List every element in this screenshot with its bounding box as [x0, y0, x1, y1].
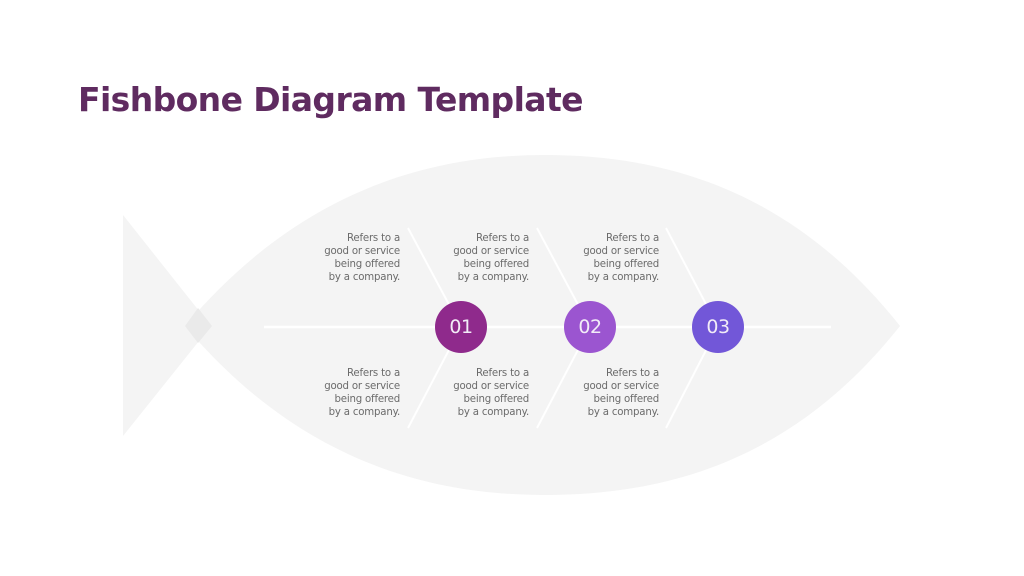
text-line: being offered: [334, 394, 401, 405]
text-line: by a company.: [587, 272, 660, 283]
text-line: good or service: [324, 381, 400, 392]
text-line: Refers to a: [347, 233, 400, 244]
text-line: being offered: [334, 259, 401, 270]
step-label: 01: [449, 316, 473, 338]
cause-text-02-top: Refers to a good or service being offere…: [419, 232, 529, 284]
text-line: being offered: [593, 394, 660, 405]
fish-body: [185, 155, 900, 495]
fish-tail: [123, 215, 211, 436]
text-line: being offered: [463, 259, 530, 270]
text-line: by a company.: [328, 272, 401, 283]
text-line: by a company.: [587, 407, 660, 418]
step-label: 02: [578, 316, 602, 338]
text-line: by a company.: [328, 407, 401, 418]
step-label: 03: [706, 316, 730, 338]
text-line: by a company.: [457, 272, 530, 283]
cause-text-03-top: Refers to a good or service being offere…: [549, 232, 659, 284]
text-line: Refers to a: [606, 233, 659, 244]
text-line: good or service: [453, 246, 529, 257]
text-line: being offered: [593, 259, 660, 270]
cause-text-02-bottom: Refers to a good or service being offere…: [419, 367, 529, 419]
cause-text-01-top: Refers to a good or service being offere…: [290, 232, 400, 284]
text-line: good or service: [583, 381, 659, 392]
tail-body-overlap: [185, 308, 212, 343]
text-line: Refers to a: [476, 233, 529, 244]
text-line: Refers to a: [347, 368, 400, 379]
text-line: good or service: [324, 246, 400, 257]
text-line: by a company.: [457, 407, 530, 418]
text-line: good or service: [453, 381, 529, 392]
text-line: good or service: [583, 246, 659, 257]
slide-title: Fishbone Diagram Template: [78, 80, 584, 119]
text-line: Refers to a: [476, 368, 529, 379]
step-badge-02: 02: [564, 301, 616, 353]
text-line: being offered: [463, 394, 530, 405]
cause-text-01-bottom: Refers to a good or service being offere…: [290, 367, 400, 419]
step-badge-03: 03: [692, 301, 744, 353]
cause-text-03-bottom: Refers to a good or service being offere…: [549, 367, 659, 419]
text-line: Refers to a: [606, 368, 659, 379]
step-badge-01: 01: [435, 301, 487, 353]
